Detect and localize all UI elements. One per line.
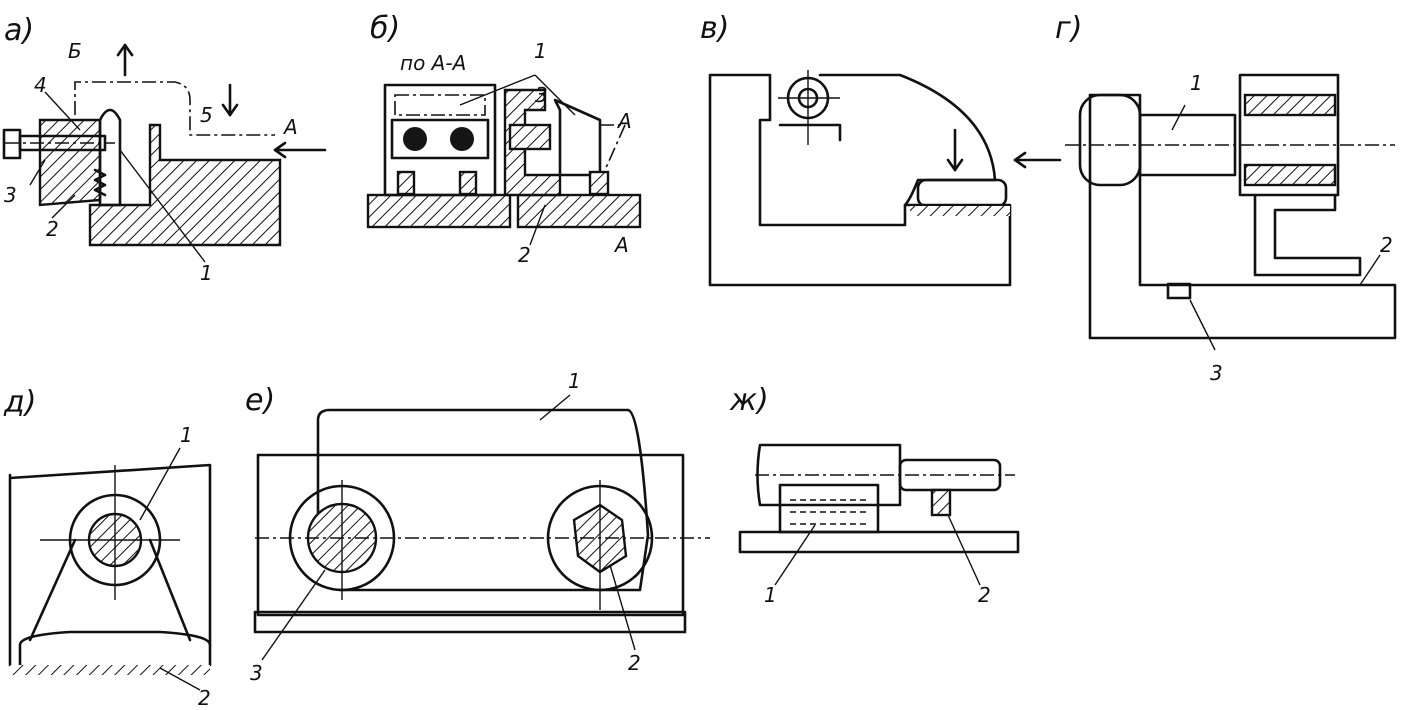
workpiece	[778, 483, 880, 534]
base-plate-right	[516, 193, 642, 229]
label-5: 5	[200, 103, 213, 127]
plate-frame	[256, 453, 685, 617]
figure-g-letter: г)	[1055, 11, 1082, 46]
figure-b: б) по А-А 1 3 А А 2	[366, 11, 642, 267]
clamp-block	[38, 118, 102, 207]
frame-outline	[8, 463, 212, 667]
figure-e-letter: е)	[245, 383, 275, 418]
support-pin	[930, 488, 952, 517]
b-label-1: 1	[534, 39, 547, 63]
clamp-arm	[818, 73, 997, 207]
workpiece-outline	[74, 81, 275, 136]
base-strip	[253, 610, 687, 634]
clamp-body	[756, 443, 902, 507]
g-label-1: 1	[1190, 71, 1203, 95]
clamp-bar	[390, 118, 490, 160]
l-frame	[1088, 93, 1397, 340]
b-label-2: 2	[518, 243, 531, 267]
figure-v-letter: в)	[700, 11, 729, 46]
wedge	[98, 108, 122, 207]
figure-d: д) 1 2	[3, 385, 212, 710]
figure-e: е) 1 2 3	[245, 369, 710, 685]
e-label-1: 1	[568, 369, 581, 393]
e-label-3: 3	[250, 661, 263, 685]
bracket-base	[18, 630, 212, 667]
support-pin	[1166, 282, 1192, 300]
workpiece-right	[553, 98, 602, 177]
figure-g: г) 1 2 3	[1055, 11, 1397, 385]
base-plate-left	[366, 193, 512, 229]
figure-zh: ж) 1 2	[729, 383, 1020, 607]
label-2: 2	[46, 217, 59, 241]
figure-a: а) Б 4 5 А 3 2 1	[2, 13, 327, 285]
figure-a-letter: а)	[4, 13, 34, 48]
g-label-3: 3	[1210, 361, 1223, 385]
label-b: Б	[68, 39, 82, 63]
label-a: А	[282, 115, 298, 139]
workpiece-plate	[316, 408, 650, 592]
b-label-a-bottom: А	[613, 233, 629, 257]
base-body	[88, 123, 282, 247]
figure-b-letter: б)	[370, 11, 400, 46]
workpiece-ring	[1238, 73, 1340, 197]
section-label: по А-А	[400, 51, 466, 75]
e-label-2: 2	[628, 651, 641, 675]
right-clamp	[503, 88, 562, 197]
label-1: 1	[200, 261, 213, 285]
figure-v: в)	[700, 11, 1062, 287]
base-plate	[738, 530, 1020, 554]
figure-d-letter: д)	[3, 385, 36, 420]
zh-label-2: 2	[978, 583, 991, 607]
workpiece	[916, 178, 1008, 208]
zh-label-1: 1	[764, 583, 777, 607]
frame-body	[708, 73, 1012, 287]
ball-right	[450, 127, 474, 151]
b-label-3: 3	[535, 83, 548, 107]
label-3: 3	[4, 183, 17, 207]
left-view-frame	[383, 83, 497, 197]
figure-zh-letter: ж)	[729, 383, 769, 418]
spring	[93, 168, 107, 197]
label-4: 4	[34, 73, 47, 97]
d-label-2: 2	[198, 686, 211, 710]
d-label-1: 1	[180, 423, 193, 447]
b-label-a-top: А	[616, 109, 632, 133]
ball-left	[403, 127, 427, 151]
g-label-2: 2	[1380, 233, 1393, 257]
screw-head	[2, 128, 22, 160]
